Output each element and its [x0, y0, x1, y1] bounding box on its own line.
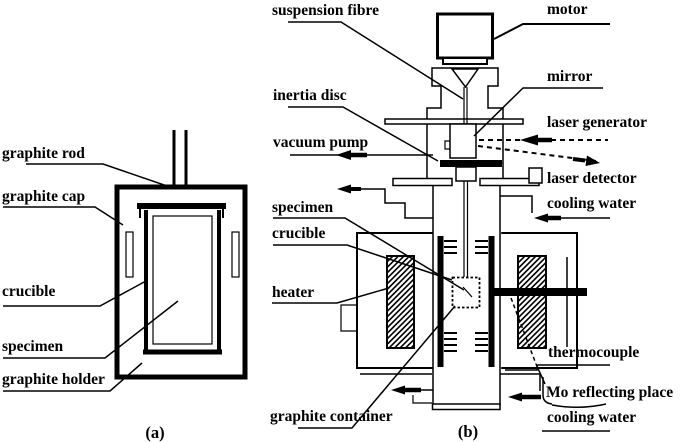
leader-mo-dashed [510, 297, 537, 365]
mirror-drawing [449, 123, 477, 159]
leader-suspension-fibre [288, 21, 464, 100]
leader-inertia-disc [288, 106, 439, 162]
specimen-tick [462, 286, 473, 298]
inertia-disc-drawing [440, 160, 502, 167]
motor-drawing [436, 12, 494, 60]
suspension-collar [426, 67, 504, 119]
label-graphite-holder: graphite holder [2, 371, 105, 388]
leader-specimen-b [273, 217, 465, 291]
vacuum-arrow-2 [337, 184, 351, 194]
shield-fins-bottom [444, 332, 488, 352]
label-graphite-cap: graphite cap [2, 188, 85, 205]
panel-b: suspension fibre motor inertia disc mirr… [270, 1, 673, 441]
cooling-arrow-bottom-right [508, 392, 522, 402]
label-laser-detector: laser detector [547, 170, 637, 187]
caption-a: (a) [145, 423, 164, 442]
suspension-funnel [450, 68, 480, 89]
side-spacer-left [125, 231, 134, 278]
graphite-cap-lips [139, 209, 224, 218]
laser-detector-drawing [528, 167, 543, 184]
leader-graphite-rod [26, 163, 171, 188]
label-heater: heater [272, 284, 314, 301]
flange-left [392, 177, 453, 187]
label-cooling-water-bottom: cooling water [547, 409, 636, 426]
crucible-b-drawing [451, 276, 481, 309]
leader-graphite-cap [3, 206, 124, 226]
label-inertia-disc: inertia disc [273, 87, 347, 104]
leader-crucible-b [273, 244, 453, 281]
disc-hanger [455, 166, 477, 182]
heater-left-drawing [386, 255, 415, 349]
vacuum-pipe-2 [361, 188, 433, 219]
caption-b: (b) [458, 422, 478, 441]
cooling-arrow-bottom-left [391, 385, 405, 395]
panel-a: graphite rod graphite cap crucible speci… [2, 130, 248, 442]
heater-lead-notch [340, 304, 357, 332]
leader-graphite-holder [3, 362, 143, 392]
tube-bottom-cap [431, 403, 501, 411]
cooling-step-bl [412, 395, 432, 404]
leader-graphite-container [298, 305, 456, 429]
leader-mo-solid [535, 363, 546, 385]
suspension-fibre-drawing [463, 87, 468, 124]
vacuum-arrow-1 [336, 150, 351, 160]
shield-fins-top [444, 240, 488, 254]
specimen-cavity-drawing [152, 215, 213, 345]
cooling-leader-br [542, 377, 553, 405]
cooling-arrow-top [534, 213, 548, 223]
label-specimen-a: specimen [2, 338, 64, 355]
laser-arrow-reflected-tail [572, 157, 586, 163]
mirror-notch [444, 140, 450, 150]
label-cooling-water-top: cooling water [547, 195, 636, 212]
label-motor: motor [547, 1, 588, 18]
cooling-pipe-bottom-right [500, 373, 541, 391]
thermocouple-drawing [491, 288, 587, 296]
label-mirror: mirror [547, 68, 592, 85]
motor-base-plate [442, 57, 488, 65]
label-thermocouple: thermocouple [548, 344, 639, 361]
suspension-rod [463, 181, 469, 277]
laser-arrow-reflected [585, 155, 600, 166]
leader-motor [493, 23, 610, 40]
graphite-rod-drawing [172, 130, 188, 187]
graphite-container-walls [437, 236, 495, 367]
leader-crucible-a [3, 280, 147, 307]
label-vacuum-pump: vacuum pump [273, 134, 368, 151]
leader-specimen-a [3, 300, 179, 359]
label-laser-generator: laser generator [547, 114, 647, 131]
label-graphite-container: graphite container [270, 408, 393, 425]
heater-right-drawing [517, 255, 547, 349]
cooling-pipe-top [500, 195, 533, 213]
leader-heater [272, 287, 390, 304]
leader-mirror [473, 87, 603, 137]
chamber-upper-walls [426, 124, 504, 179]
label-crucible-a: crucible [2, 283, 55, 300]
label-specimen-b: specimen [272, 199, 334, 216]
laser-arrow-incident [520, 134, 538, 146]
label-crucible-b: crucible [272, 225, 325, 242]
graphite-cap-drawing [137, 203, 226, 209]
label-graphite-rod: graphite rod [2, 145, 85, 162]
label-suspension-fibre: suspension fibre [272, 2, 379, 19]
side-spacer-right [231, 231, 240, 278]
underline-mo [551, 403, 607, 408]
label-mo-reflecting-place: Mo reflecting place [546, 384, 673, 401]
